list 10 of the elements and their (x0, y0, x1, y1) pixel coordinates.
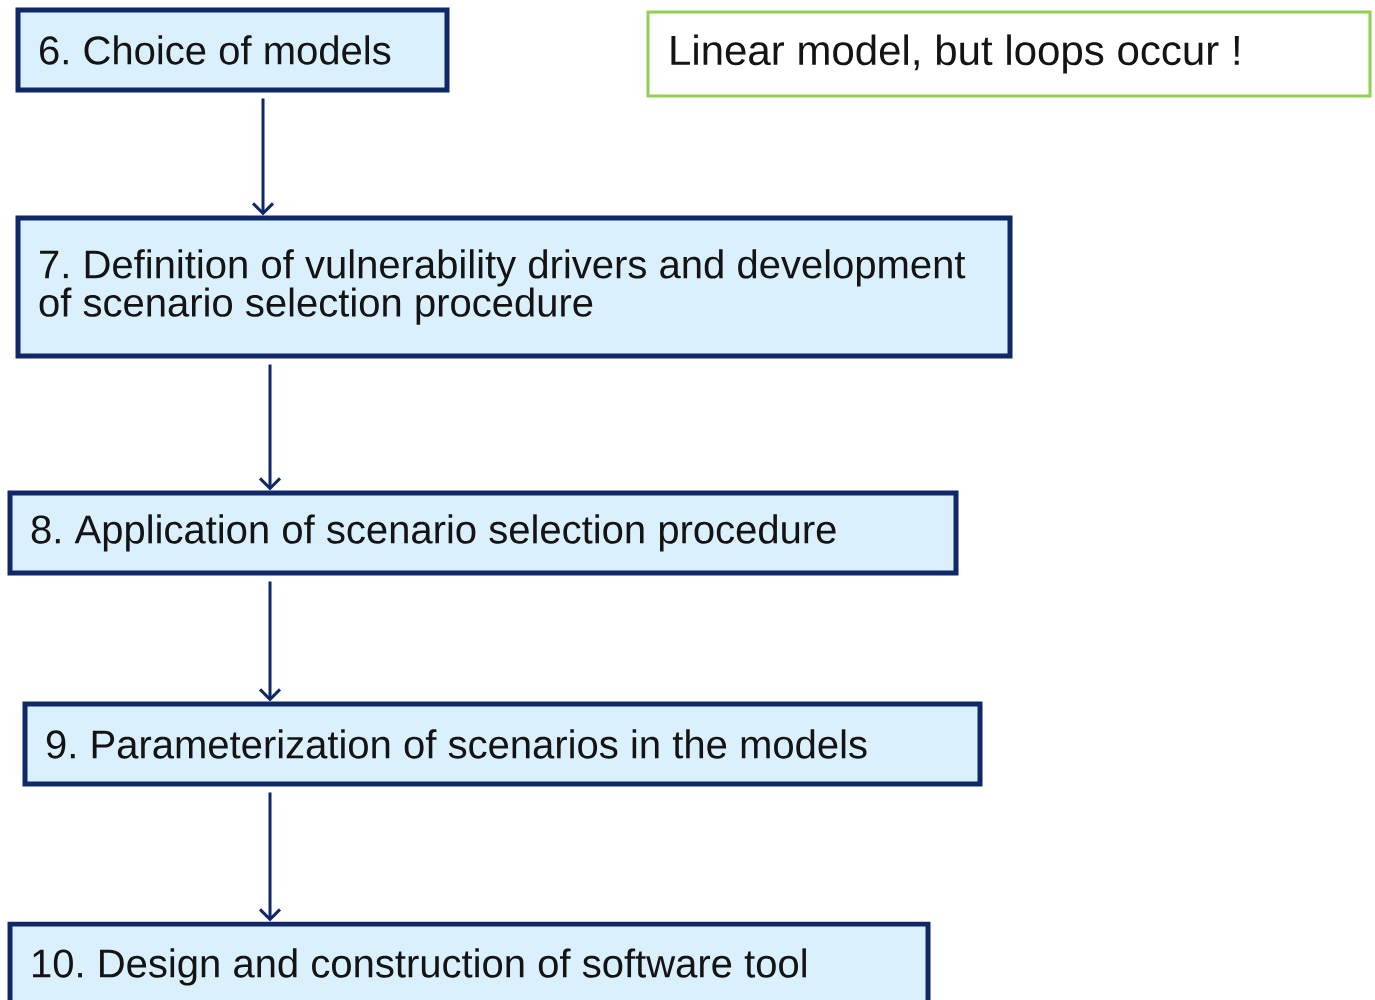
process-box: 10. Design and construction of software tool (7, 921, 931, 1000)
arrow (258, 364, 282, 491)
arrow (258, 792, 282, 922)
process-box: 8. Application of scenario selection procedure (7, 490, 959, 576)
process-box: 6. Choice of models (15, 7, 450, 93)
process-box: 7. Definition of vulnerability drivers and development of scenario selection procedure (15, 215, 1013, 359)
note-box: Linear model, but loops occur ! (646, 10, 1372, 98)
process-box: 9. Parameterization of scenarios in the models (22, 701, 983, 787)
arrow (258, 581, 282, 702)
arrow (251, 98, 275, 216)
